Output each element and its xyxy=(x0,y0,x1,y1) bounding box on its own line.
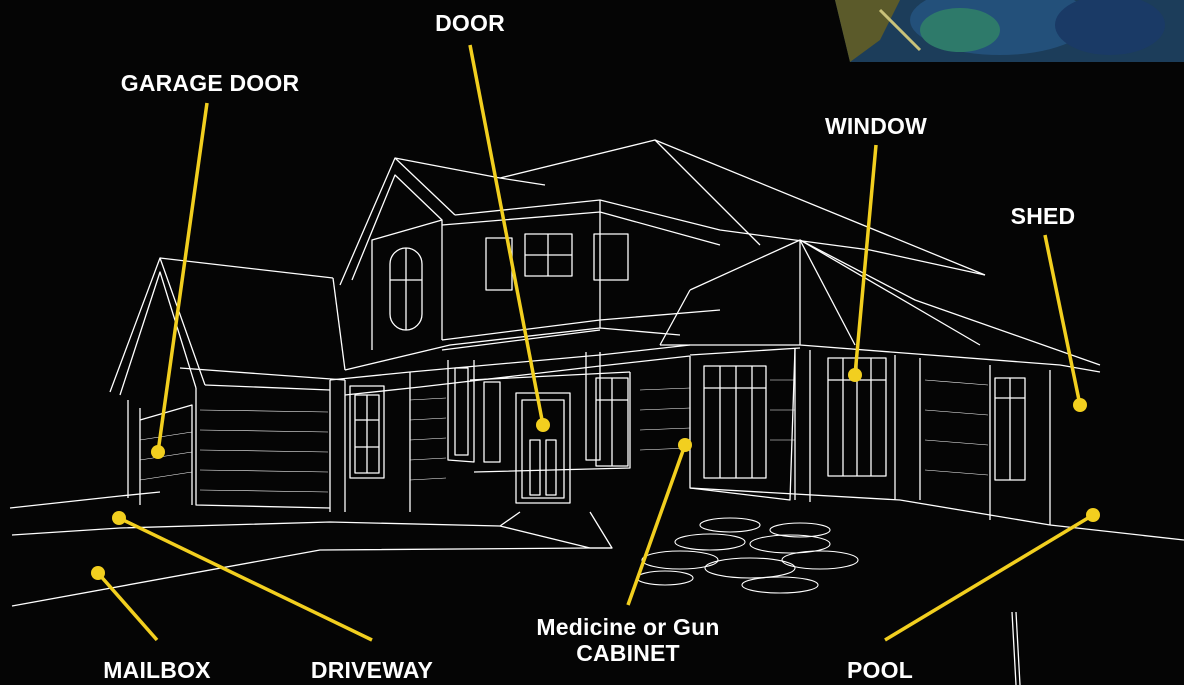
cabinet-label-line2: CABINET xyxy=(498,640,758,666)
window-label: WINDOW xyxy=(825,113,927,139)
corner-photo xyxy=(835,0,1184,62)
pool-callout-dot xyxy=(1086,508,1100,522)
cabinet-label: Medicine or Gun CABINET xyxy=(498,614,758,666)
pool-label: POOL xyxy=(847,657,913,683)
door-label: DOOR xyxy=(435,10,505,36)
mailbox-callout-dot xyxy=(91,566,105,580)
pool-callout-line xyxy=(885,515,1093,640)
shed-callout-dot xyxy=(1073,398,1087,412)
driveway-label: DRIVEWAY xyxy=(311,657,433,683)
window-callout-line xyxy=(855,145,876,375)
window-callout-dot xyxy=(848,368,862,382)
door-callout-line xyxy=(470,45,543,425)
garage-door-callout-line xyxy=(158,103,207,452)
driveway-callout-dot xyxy=(112,511,126,525)
cabinet-callout-dot xyxy=(678,438,692,452)
mailbox-label: MAILBOX xyxy=(103,657,210,683)
garage-door-label: GARAGE DOOR xyxy=(121,70,300,96)
shed-label: SHED xyxy=(1011,203,1076,229)
callouts xyxy=(91,45,1100,640)
cabinet-label-line1: Medicine or Gun xyxy=(498,614,758,640)
mailbox-callout-line xyxy=(98,573,157,640)
cabinet-callout-line xyxy=(628,445,685,605)
house-outline xyxy=(10,140,1184,685)
garage-door-callout-dot xyxy=(151,445,165,459)
door-callout-dot xyxy=(536,418,550,432)
